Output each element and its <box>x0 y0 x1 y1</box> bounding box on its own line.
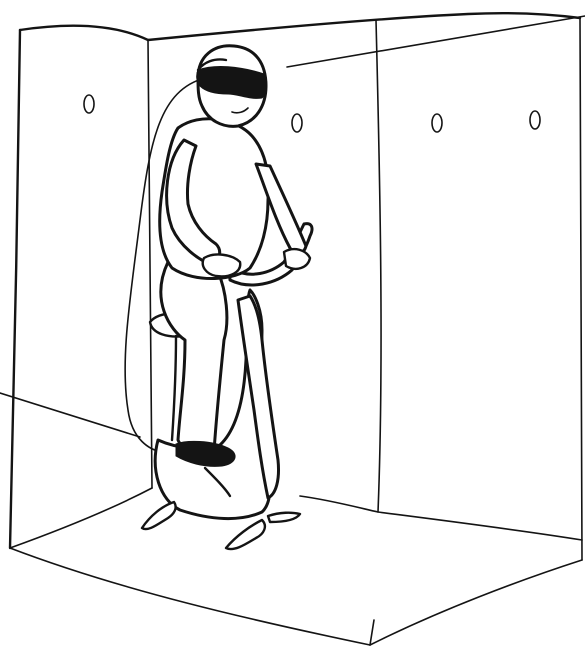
enclosure-front-corner-vertical <box>370 620 374 645</box>
enclosure-top-back-edge <box>148 13 580 40</box>
enclosure-floor-back-left <box>10 488 152 548</box>
enclosure-back-left-edge <box>20 26 148 40</box>
enclosure-inner-left-vertical <box>148 40 152 488</box>
rider-near-hand <box>203 255 240 277</box>
enclosure-left-outer-edge <box>10 30 20 548</box>
wall-markers <box>84 95 540 132</box>
enclosure-right-inner-vertical <box>376 20 381 512</box>
bike-front-foot <box>226 520 265 549</box>
enclosure <box>10 13 582 645</box>
rider-leg <box>161 262 227 453</box>
wall-oval-left <box>84 95 94 113</box>
enclosure-right-outer-edge <box>580 18 582 560</box>
cable-callout <box>0 393 140 437</box>
enclosure-floor-front-right <box>370 560 582 645</box>
wall-oval-right-2 <box>530 111 540 129</box>
wall-oval-right-1 <box>432 114 442 132</box>
enclosure-floor-front-left <box>10 548 370 645</box>
rider <box>160 46 310 467</box>
bike-rear-foot <box>142 502 176 529</box>
bike-right-foot <box>268 513 300 522</box>
enclosure-floor-back-right <box>300 496 582 540</box>
rider-far-hand <box>284 249 310 269</box>
wall-oval-center <box>292 114 302 132</box>
